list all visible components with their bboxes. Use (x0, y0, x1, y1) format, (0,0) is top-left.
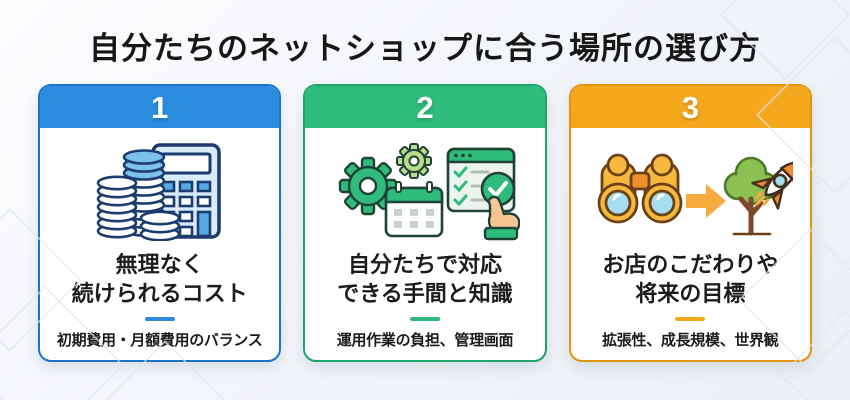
card-2-title: 自分たちで対応 できる手間と知識 (337, 250, 513, 308)
card-1-title: 無理なく 続けられるコスト (72, 250, 248, 308)
card-3-subtitle: 拡張性、成長規模、世界観 (602, 332, 779, 350)
card-2-number: 2 (416, 89, 434, 125)
card-2-body: 自分たちで対応 できる手間と知識 運用作業の負担、管理画面 (305, 128, 544, 360)
cards-row: 1 (0, 84, 850, 362)
page-title: 自分たちのネットショップに合う場所の選び方 (89, 31, 761, 66)
card-3-title-line-1: お店のこだわりや (602, 252, 779, 277)
card-1-body: 無理なく 続けられるコスト 初期費用・月額費用のバランス (40, 128, 279, 360)
card-2-title-line-2: できる手間と知識 (337, 281, 513, 307)
card-effort-knowledge: 2 (303, 84, 547, 362)
card-1-subtitle: 初期費用・月額費用のバランス (56, 332, 263, 350)
card-cost: 1 (38, 84, 282, 362)
card-3-number: 3 (681, 89, 699, 125)
card-1-divider (144, 317, 175, 322)
card-2-subtitle: 運用作業の負担、管理画面 (336, 332, 514, 350)
card-2-header: 2 (305, 86, 545, 128)
card-3-title-line-2: 将来の目標 (635, 281, 746, 307)
card-1-number: 1 (151, 89, 169, 125)
coins-calculator-icon (94, 140, 226, 242)
card-1-title-line-1: 無理なく (115, 252, 204, 277)
card-3-title: お店のこだわりや 将来の目標 (602, 250, 778, 308)
card-2-title-line-1: 自分たちで対応 (347, 252, 502, 277)
card-1-title-line-2: 続けられるコスト (71, 281, 248, 307)
card-2-divider (409, 317, 440, 322)
gears-calendar-checklist-icon (330, 140, 520, 242)
binoculars-growth-rocket-icon (588, 140, 793, 242)
card-future-goals: 3 (568, 84, 812, 362)
card-3-body: お店のこだわりや 将来の目標 拡張性、成長規模、世界観 (571, 128, 810, 360)
card-3-divider (675, 317, 706, 322)
card-1-header: 1 (40, 86, 280, 128)
card-3-header: 3 (570, 86, 810, 128)
